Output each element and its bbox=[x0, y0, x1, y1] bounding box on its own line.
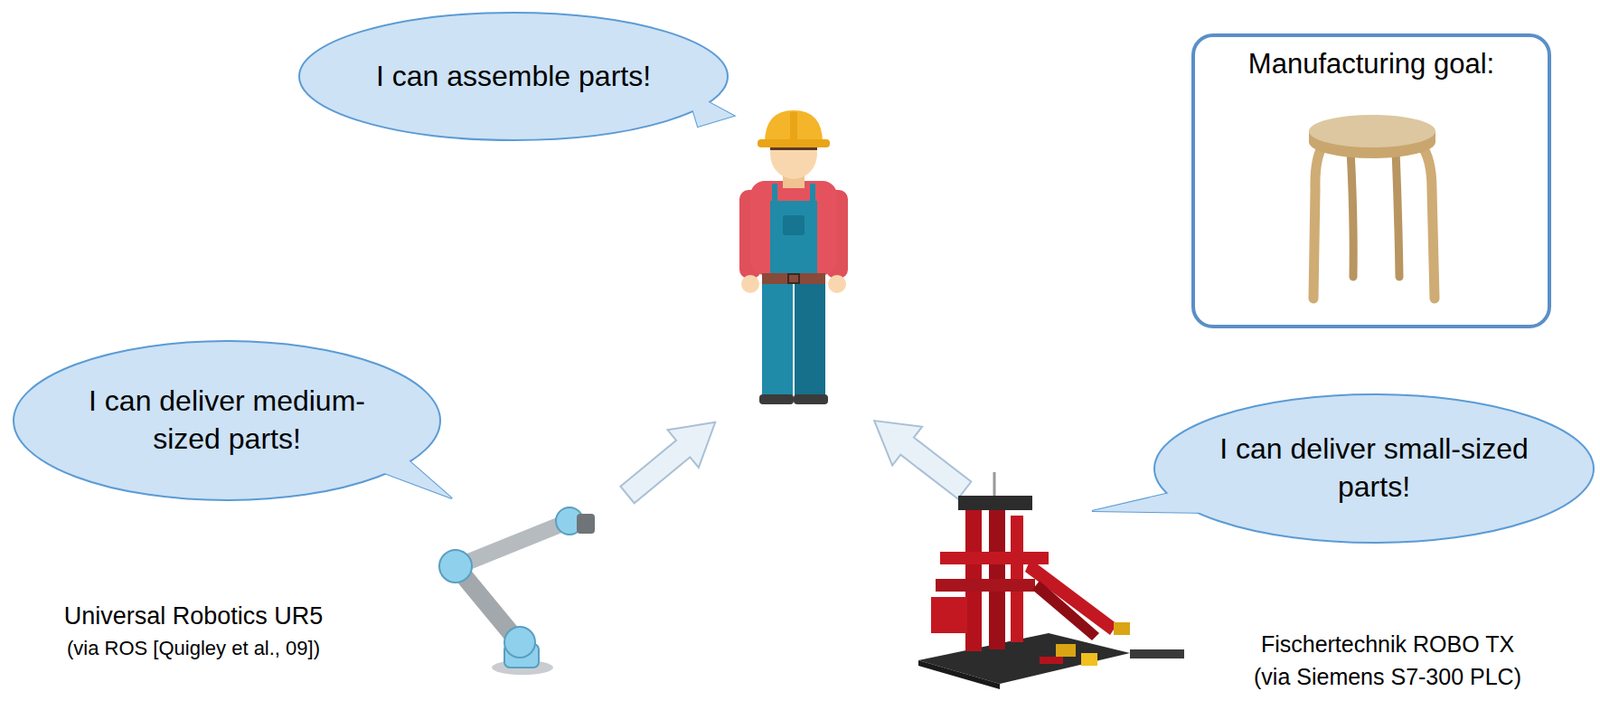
robot-label: Universal Robotics UR5 bbox=[64, 602, 324, 631]
bubble-text: I can assemble parts! bbox=[376, 57, 651, 96]
block-arrow bbox=[611, 403, 732, 514]
bubble-tail bbox=[1091, 487, 1210, 513]
bubble-ellipse bbox=[1154, 394, 1594, 543]
bubble-outline bbox=[12, 339, 442, 501]
block-arrow bbox=[859, 401, 980, 510]
goal-box: Manufacturing goal: bbox=[1191, 33, 1552, 329]
speech-bubble: I can assemble parts! bbox=[298, 11, 729, 142]
robot-label: (via ROS [Quigley et al., 09]) bbox=[66, 636, 320, 660]
bubble-ellipse bbox=[299, 12, 728, 141]
robot-label: Fischertechnik ROBO TX bbox=[1261, 630, 1515, 658]
speech-bubble: I can deliver medium-sized parts! bbox=[12, 339, 442, 501]
worker-figure bbox=[739, 110, 848, 405]
bubble-ellipse bbox=[13, 340, 441, 500]
text-area: I can deliver small-sized parts! bbox=[1214, 411, 1533, 526]
robot-label: (via Siemens S7-300 PLC) bbox=[1253, 663, 1522, 690]
bubble-text: I can deliver medium-sized parts! bbox=[72, 382, 381, 458]
bubble-tail-fill bbox=[338, 441, 452, 499]
ur5-robot bbox=[439, 507, 595, 675]
text-area: Manufacturing goal: bbox=[1202, 46, 1541, 83]
box-title: Manufacturing goal: bbox=[1248, 46, 1495, 83]
text-area: I can deliver medium-sized parts! bbox=[72, 358, 381, 481]
bubble-tail-fill bbox=[687, 90, 735, 127]
speech-bubble: I can deliver small-sized parts! bbox=[1153, 393, 1595, 544]
bubble-outline bbox=[1153, 393, 1595, 544]
stool-illustration bbox=[1308, 114, 1436, 299]
bubble-tail-fill bbox=[1091, 487, 1210, 513]
bubble-text: I can deliver small-sized parts! bbox=[1214, 430, 1533, 506]
text-area: I can assemble parts! bbox=[358, 27, 669, 126]
